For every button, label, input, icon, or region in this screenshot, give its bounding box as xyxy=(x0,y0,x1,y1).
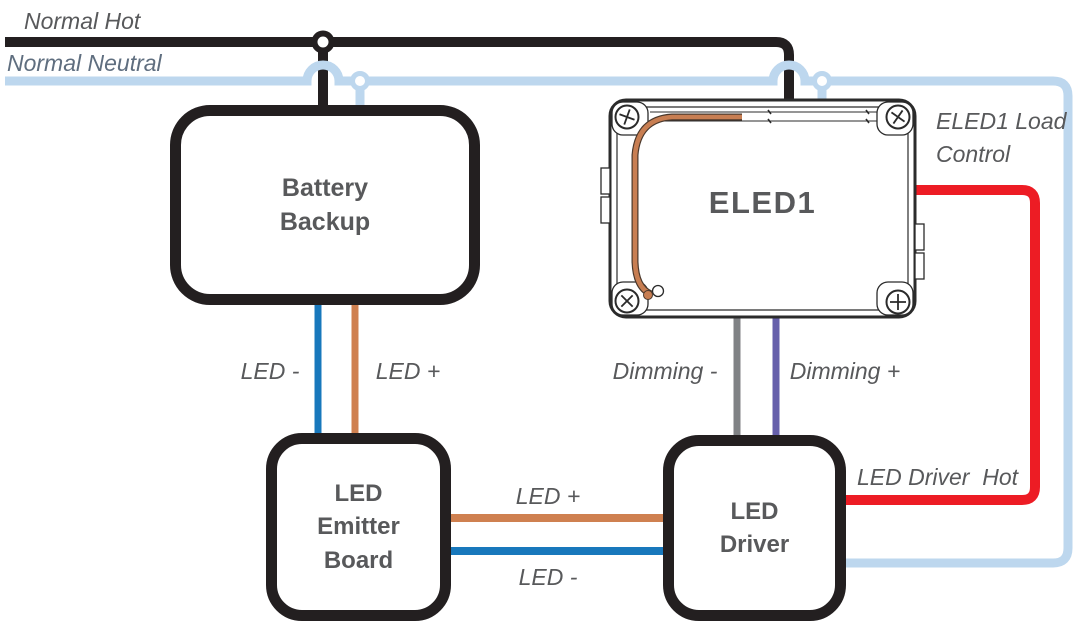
dimming-plus-label: Dimming + xyxy=(789,358,901,384)
led-plus-battery-label: LED + xyxy=(375,358,441,384)
led-plus-link-label: LED + xyxy=(515,483,581,509)
neutral-junction-dot-eled1 xyxy=(812,71,832,91)
eled1-device-label: ELED1 xyxy=(708,185,817,220)
led-emitter-board-label: LED Emitter Board xyxy=(317,480,400,574)
normal-neutral-wire xyxy=(5,60,1073,568)
eled1-seam-ticks xyxy=(767,109,870,124)
eled1-left-tab xyxy=(600,196,611,224)
normal-hot-wire xyxy=(5,37,794,108)
eled1-right-tab xyxy=(914,223,925,251)
eled1-screw-top-left xyxy=(614,104,640,130)
battery-backup-label: Battery Backup xyxy=(279,173,371,237)
led-driver-hot-label: LED Driver Hot xyxy=(856,464,1019,490)
led-driver-label: LED Driver xyxy=(719,497,790,558)
hot-junction-dot xyxy=(311,30,335,54)
eled1-left-tab xyxy=(600,167,611,195)
eled1-load-control-label: ELED1 Load Control xyxy=(936,108,1067,167)
dimming-minus-label: Dimming - xyxy=(612,358,718,384)
eled1-screw-bottom-left xyxy=(614,288,640,314)
eled1-inner-seam xyxy=(616,106,909,311)
led-minus-link-label: LED - xyxy=(518,564,578,590)
eled1-screw-top-right xyxy=(885,104,911,130)
eled1-screw-bottom-right xyxy=(885,289,911,315)
led-driver-box: LED Driver xyxy=(663,435,846,621)
eled1-right-tab xyxy=(914,252,925,280)
eled1-antenna-end-dot xyxy=(643,290,653,300)
eled1-antenna-terminal xyxy=(651,284,665,298)
battery-backup-box: Battery Backup xyxy=(170,105,480,305)
led-minus-battery-label: LED - xyxy=(240,358,300,384)
neutral-junction-dot-battery xyxy=(350,71,370,91)
led-emitter-board-box: LED Emitter Board xyxy=(266,433,451,621)
eled1-antenna-trace xyxy=(632,114,742,297)
eled1-lid-seam xyxy=(650,111,886,122)
normal-neutral-label: Normal Neutral xyxy=(7,50,162,76)
eled1-device xyxy=(600,98,925,319)
normal-hot-label: Normal Hot xyxy=(24,8,141,34)
load-control-hot-wire xyxy=(843,185,1040,505)
